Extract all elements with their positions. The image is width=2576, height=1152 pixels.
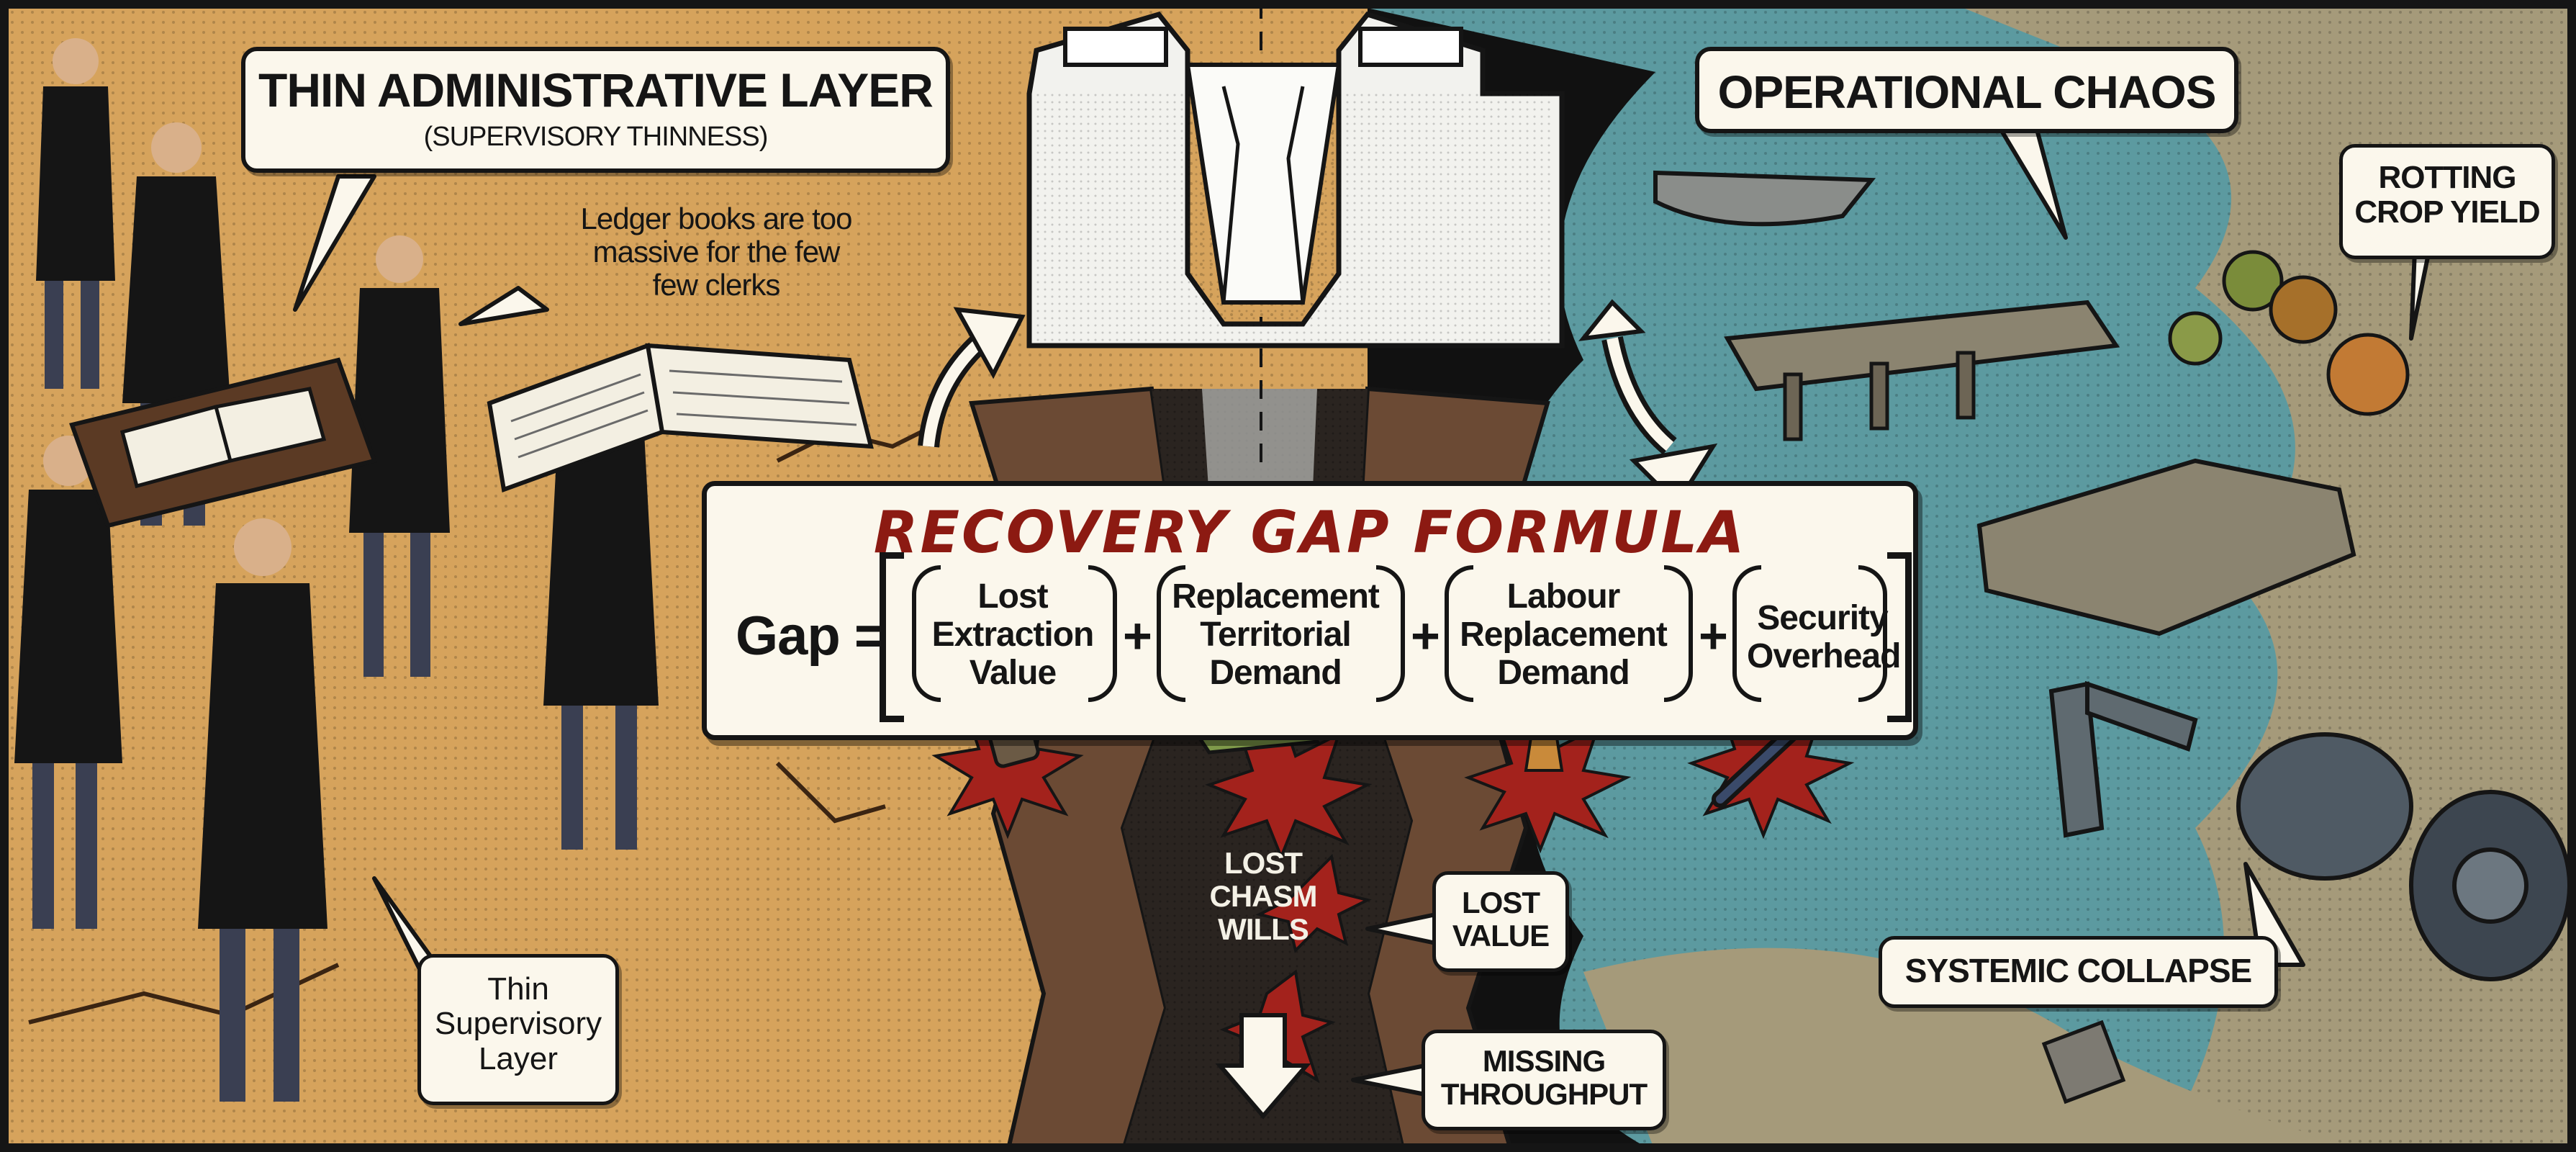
term-line: Value	[969, 653, 1057, 692]
formula-term-labour-replacement-demand: Labour Replacement Demand	[1459, 577, 1668, 692]
lost-value-bubble: LOST VALUE	[1432, 871, 1569, 972]
ledger-note-line: few clerks	[652, 268, 781, 302]
lower-right-shore	[1583, 948, 2375, 1152]
formula-term-replacement-territorial-demand: Replacement Territorial Demand	[1171, 577, 1380, 692]
admin-layer-bubble: THIN ADMINISTRATIVE LAYER (SUPERVISORY T…	[241, 47, 950, 173]
formula-title: RECOVERY GAP FORMULA	[873, 499, 1747, 566]
overturned-barrel	[2041, 1020, 2126, 1104]
burst-labour	[1464, 703, 1632, 854]
ledger-note-line: massive for the few	[592, 235, 841, 269]
plus-sign: +	[1123, 608, 1152, 664]
lost-chasm-line: CHASM	[1209, 879, 1318, 914]
operational-chaos-bubble: OPERATIONAL CHAOS	[1695, 47, 2238, 133]
clerk-figure	[198, 518, 327, 1102]
ledger-book-on-table	[119, 387, 327, 489]
term-line: Labour	[1506, 577, 1621, 616]
down-arrow	[1215, 1013, 1311, 1120]
rotting-produce	[2168, 250, 2410, 416]
ledger-note: Ledger books are too massive for the few…	[515, 191, 918, 328]
lost-chasm-label: LOST CHASM WILLS	[1202, 842, 1324, 965]
missing-throughput-bubble: MISSING THROUGHPUT	[1422, 1030, 1666, 1130]
clerk-figure	[14, 436, 122, 929]
plus-sign: +	[1699, 608, 1728, 664]
broken-machinery	[2048, 680, 2572, 981]
operational-chaos-label: OPERATIONAL CHAOS	[1717, 66, 2217, 118]
lost-value-line: VALUE	[1452, 919, 1550, 953]
admin-layer-title: THIN ADMINISTRATIVE LAYER	[258, 63, 934, 117]
clerk-figure	[349, 235, 450, 677]
paren-right	[1664, 565, 1693, 702]
clerk-figure	[36, 38, 115, 389]
rotting-crop-line: ROTTING	[2378, 160, 2517, 195]
missing-throughput-line: MISSING	[1482, 1044, 1606, 1078]
recovery-gap-formula-panel: RECOVERY GAP FORMULA Gap = Lost Extracti…	[702, 481, 1918, 740]
ledger-note-line: Ledger books are too	[580, 202, 853, 235]
burst-chasm	[1255, 853, 1372, 953]
outer-bracket-left	[880, 552, 904, 722]
systemic-collapse-bubble: SYSTEMIC COLLAPSE	[1879, 936, 2278, 1008]
term-line: Demand	[1209, 653, 1342, 692]
lost-value-line: LOST	[1462, 886, 1540, 919]
lost-chasm-line: LOST	[1224, 846, 1303, 880]
clerk-figures	[14, 38, 659, 1102]
term-line: Extraction	[931, 615, 1095, 654]
term-line: Territorial	[1200, 615, 1352, 654]
plus-sign: +	[1411, 608, 1440, 664]
term-line: Replacement	[1172, 577, 1380, 616]
rotting-crop-bubble: ROTTING CROP YIELD	[2339, 144, 2555, 259]
broken-dock	[1976, 458, 2356, 636]
broken-boat	[1653, 170, 1876, 227]
thin-layer-line: Layer	[478, 1040, 559, 1076]
outer-bracket-right	[1887, 552, 1912, 722]
thin-layer-bubble: Thin Supervisory Layer	[417, 954, 619, 1105]
term-line: Demand	[1497, 653, 1630, 692]
admin-layer-subtitle: (SUPERVISORY THINNESS)	[423, 121, 769, 152]
open-ledger-book	[487, 342, 874, 493]
paren-right	[1376, 565, 1405, 702]
paren-right	[1858, 565, 1887, 702]
term-line: Lost	[977, 577, 1048, 616]
formula-lhs: Gap =	[736, 606, 886, 667]
cross-section-diagram	[1026, 11, 1565, 348]
rotting-crop-line: CROP YIELD	[2354, 194, 2540, 230]
paren-right	[1088, 565, 1117, 702]
broken-pier	[1724, 300, 2120, 392]
term-line: Replacement	[1460, 615, 1668, 654]
lost-chasm-line: WILLS	[1218, 912, 1309, 947]
missing-throughput-line: THROUGHPUT	[1440, 1077, 1648, 1112]
thin-layer-line: Thin	[487, 971, 549, 1007]
systemic-collapse-label: SYSTEMIC COLLAPSE	[1904, 952, 2252, 989]
formula-term-lost-extraction-value: Lost Extraction Value	[930, 577, 1095, 692]
thin-layer-line: Supervisory	[434, 1006, 602, 1042]
